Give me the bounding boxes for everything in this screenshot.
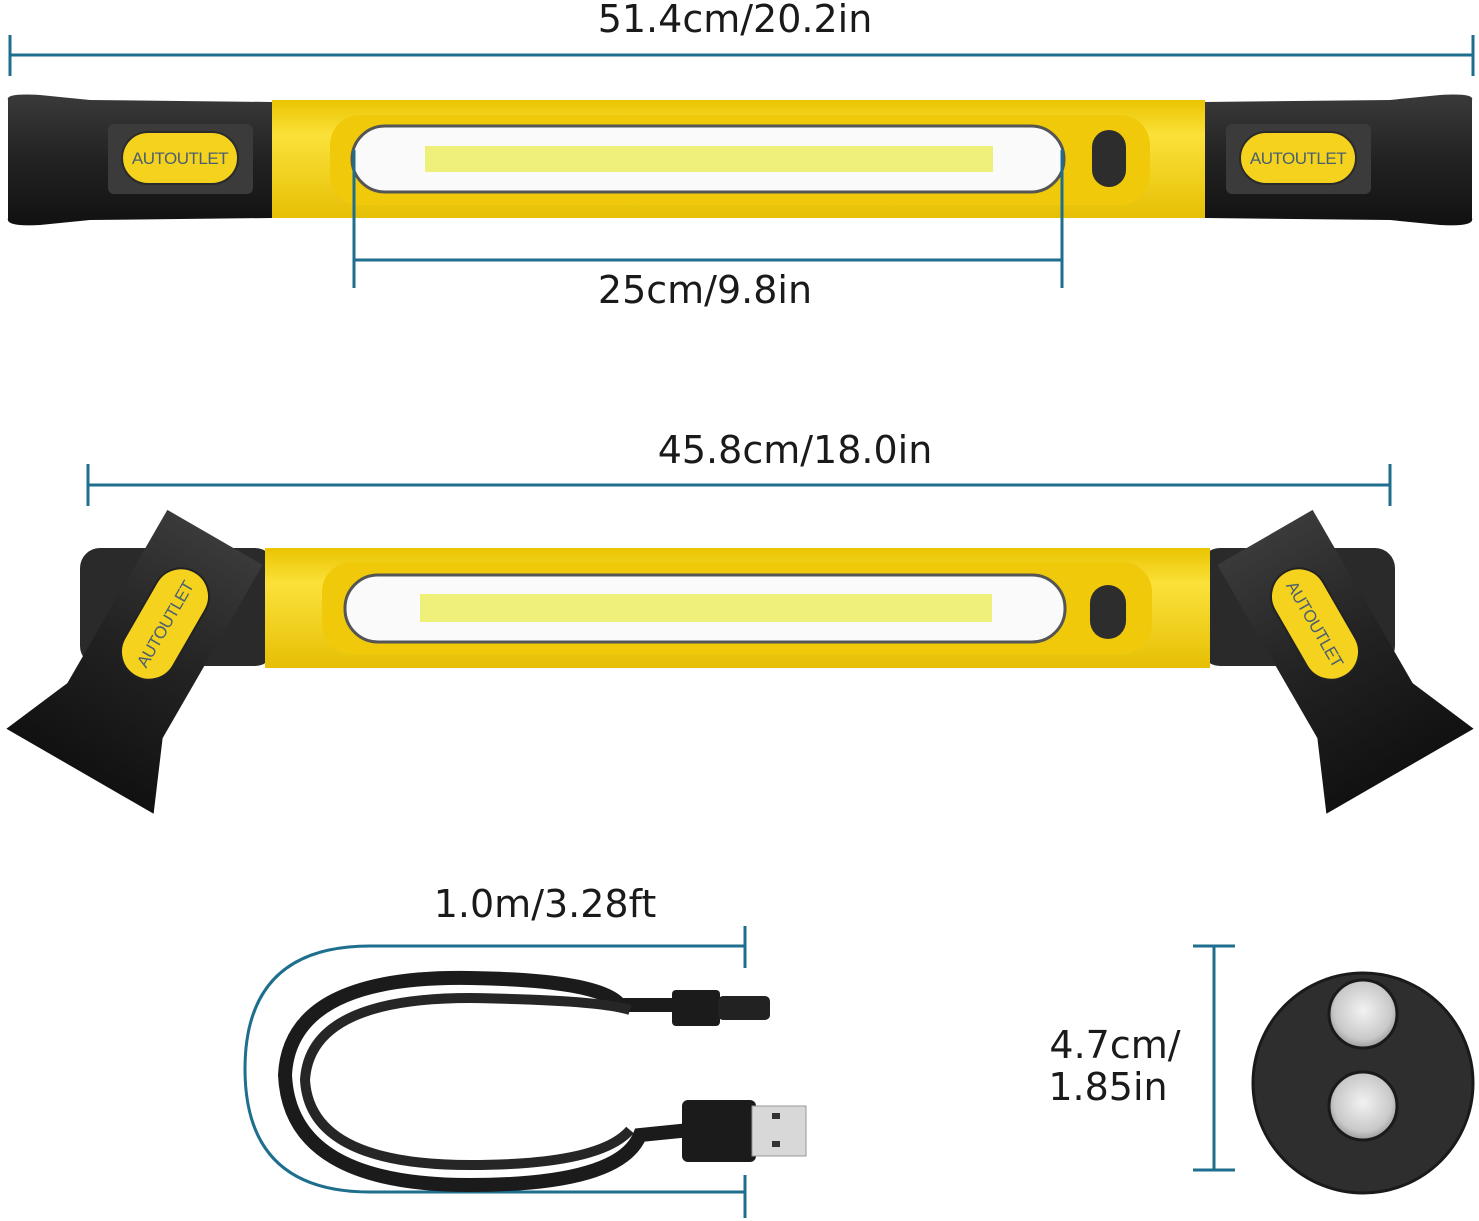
magnet-icon xyxy=(1327,978,1399,1050)
light-length-label: 25cm/9.8in xyxy=(598,268,812,312)
logo-badge-left xyxy=(121,131,239,185)
usb-a-connector-icon xyxy=(682,1100,807,1162)
magnet-diameter-dimension xyxy=(1193,944,1235,1172)
total-length-dimension xyxy=(8,35,1475,76)
work-light-straight: AUTOUTLET AUTOUTLET xyxy=(7,94,1473,226)
power-button-icon xyxy=(1092,130,1126,187)
usb-c-connector-icon xyxy=(672,990,770,1026)
led-strip xyxy=(425,146,993,172)
cable-length-label: 1.0m/3.28ft xyxy=(434,882,656,926)
brand-logo-left: AUTOUTLET xyxy=(132,149,228,168)
usb-cable xyxy=(277,970,691,1193)
folded-length-dimension xyxy=(86,464,1392,506)
magnet-diameter-label-line2: 1.85in xyxy=(1048,1065,1167,1109)
light-length-dimension xyxy=(352,150,1064,288)
magnet-diameter-label-line1: 4.7cm/ xyxy=(1049,1023,1180,1067)
led-strip xyxy=(420,594,992,622)
power-button-icon xyxy=(1090,585,1126,639)
logo-badge-right xyxy=(1239,131,1357,185)
magnetic-base xyxy=(1251,971,1475,1195)
brand-logo-right: AUTOUTLET xyxy=(1250,149,1346,168)
cable-length-dimension xyxy=(243,926,747,1218)
total-length-label: 51.4cm/20.2in xyxy=(598,0,873,41)
work-light-folded: AUTOUTLET AUTOUTLET xyxy=(6,509,1474,814)
magnet-icon xyxy=(1327,1070,1399,1142)
folded-length-label: 45.8cm/18.0in xyxy=(658,428,933,472)
